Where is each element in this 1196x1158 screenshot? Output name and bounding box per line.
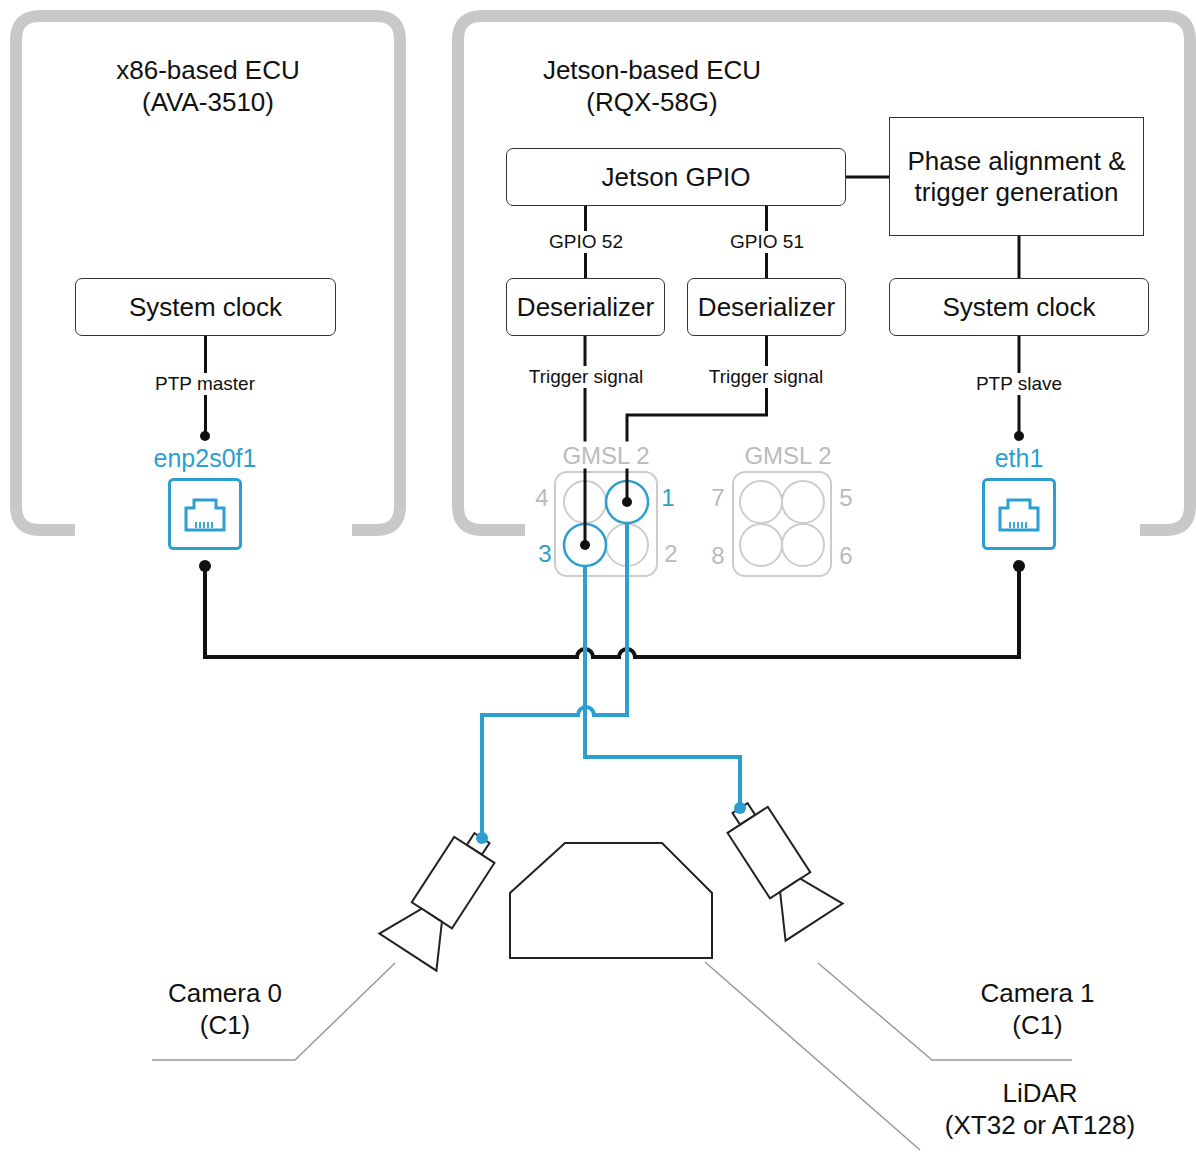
box-label: Phase alignment & trigger generation [896, 146, 1137, 208]
process-box: Deserializer [687, 278, 846, 336]
lidar-unit: LiDAR(XT32 or AT128) [510, 843, 712, 958]
lidar-drawing [510, 843, 712, 958]
part-label: (C1) [150, 1009, 300, 1041]
box-label: System clock [82, 292, 329, 323]
pin-number: 3 [537, 540, 552, 567]
camera-drawing [712, 790, 843, 941]
region-title: x86-based ECU(AVA-3510) [10, 54, 406, 118]
connector [199, 560, 1025, 657]
connector [846, 177, 889, 178]
box-label: System clock [896, 292, 1142, 323]
pin-number: 4 [534, 484, 549, 511]
ethernet-port-icon [984, 480, 1055, 549]
connector [476, 336, 767, 844]
camera: Camera 0(C1) [447, 838, 517, 908]
part-label: Camera 1(C1) [965, 977, 1110, 1041]
connector [580, 336, 746, 814]
ecu-housing [458, 16, 1190, 530]
signal-label: GPIO 51 [728, 231, 806, 253]
gmsl-connector [733, 472, 831, 576]
connector-dot [476, 832, 488, 844]
region-title: Jetson-based ECU [452, 54, 852, 86]
ecu-region: x86-based ECU(AVA-3510) System clock enp2s… [10, 10, 406, 536]
pin-number: 8 [710, 542, 725, 569]
process-box: System clock [889, 278, 1149, 336]
box-label: System clock [896, 292, 1142, 323]
connector [1019, 236, 1020, 278]
gmsl-connector [555, 472, 657, 576]
region-title: x86-based ECU [10, 54, 406, 86]
pin-number: 1 [660, 484, 675, 511]
connector-line [627, 336, 767, 502]
part-label: (C1) [965, 1009, 1110, 1041]
port-name: enp2s0f1 [154, 444, 257, 473]
connector-dot [1013, 560, 1025, 572]
connector-dot [199, 560, 211, 572]
leader-line [152, 962, 1072, 1150]
ethernet-port: enp2s0f1 [166, 436, 244, 552]
process-box: System clock [75, 278, 336, 336]
box-label: Deserializer [513, 292, 658, 323]
region-title: (RQX-58G) [452, 86, 852, 118]
camera: Camera 1(C1) [705, 808, 775, 878]
part-label: Camera 1 [965, 977, 1110, 1009]
signal-label: PTP master [153, 373, 257, 395]
connector-dot [734, 802, 746, 814]
connector-dot [580, 540, 590, 550]
process-box: Phase alignment & trigger generation [889, 117, 1144, 236]
part-label: Camera 0 [150, 977, 300, 1009]
region-title: Jetson-based ECU(RQX-58G) [452, 54, 852, 118]
box-label: System clock [82, 292, 329, 323]
port-name: eth1 [995, 444, 1044, 473]
connector-line [585, 566, 740, 808]
part-label: (XT32 or AT128) [935, 1109, 1145, 1141]
port-name: eth1 [995, 444, 1044, 473]
port-name: enp2s0f1 [154, 444, 257, 473]
connector-dot [1014, 431, 1024, 441]
box-label: Phase alignment & trigger generation [896, 146, 1137, 208]
process-box: Deserializer [506, 278, 665, 336]
pin-number: 6 [838, 542, 853, 569]
signal-label: PTP slave [974, 373, 1064, 395]
ethernet-port-icon [170, 480, 241, 549]
signal-label: Trigger signal [707, 366, 825, 388]
camera-drawing [379, 820, 510, 971]
box-label: Jetson GPIO [513, 162, 839, 193]
part-label: Camera 0(C1) [150, 977, 300, 1041]
connector-line [1018, 236, 1021, 278]
process-box: Jetson GPIO [506, 148, 846, 206]
connector-dot [200, 431, 210, 441]
box-label: Deserializer [513, 292, 658, 323]
pin-number: 5 [838, 484, 853, 511]
signal-label: Trigger signal [527, 366, 645, 388]
box-label: Deserializer [694, 292, 839, 323]
signal-label: GPIO 52 [547, 231, 625, 253]
connector-line [205, 566, 1019, 657]
connector-line [846, 176, 889, 179]
part-label: LiDAR [935, 1077, 1145, 1109]
region-title: (AVA-3510) [10, 86, 406, 118]
ethernet-port: eth1 [980, 436, 1058, 552]
box-label: Jetson GPIO [513, 162, 839, 193]
pin-number: 2 [663, 540, 678, 567]
connector-name: GMSL 2 [561, 442, 650, 469]
connector-line [482, 523, 627, 838]
connector-dot [622, 497, 632, 507]
box-label: Deserializer [694, 292, 839, 323]
part-label: LiDAR(XT32 or AT128) [935, 1077, 1145, 1141]
pin-number: 7 [710, 484, 725, 511]
connector-name: GMSL 2 [743, 442, 832, 469]
